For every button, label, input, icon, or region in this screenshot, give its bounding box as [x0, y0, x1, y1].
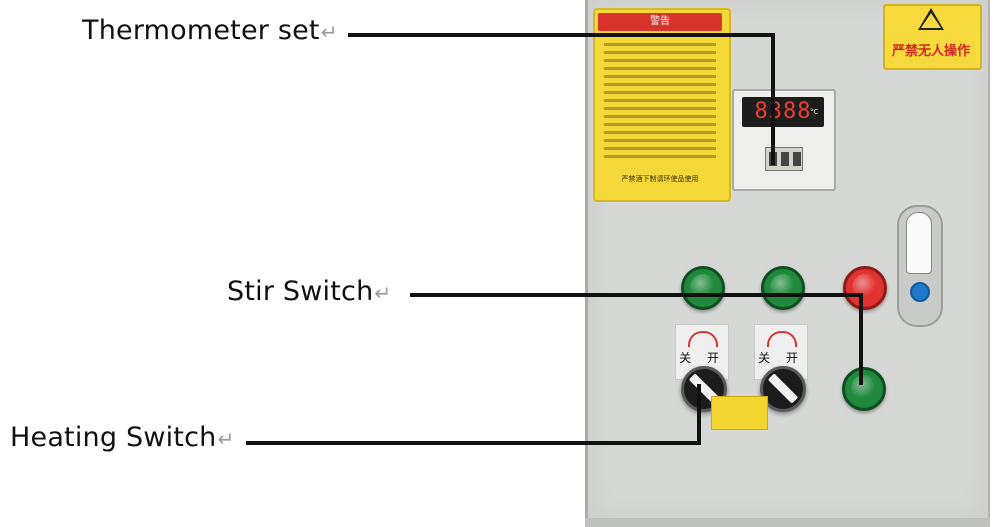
stir-switch-button[interactable] — [842, 367, 886, 411]
warning-sticker — [593, 8, 731, 202]
thermometer-unit: °C — [810, 108, 819, 116]
knob-label-text: 关 开 — [758, 351, 804, 365]
rotation-arc-icon — [688, 331, 718, 347]
return-icon: ↵ — [374, 281, 392, 305]
return-icon: ↵ — [320, 20, 338, 44]
hazard-sign-text: 严禁无人操作 — [891, 44, 970, 59]
lock-icon — [910, 282, 930, 302]
thermometer-leader-line — [348, 33, 775, 37]
second-switch-knob[interactable] — [760, 366, 806, 412]
small-warning-tag — [711, 396, 768, 430]
green-indicator-light-2 — [761, 266, 805, 310]
thermometer-leader-line-drop — [771, 33, 775, 165]
stir-switch-label: Stir Switch↵ — [227, 276, 392, 307]
heating-leader-line-rise — [697, 384, 701, 445]
rotation-arc-icon — [767, 331, 797, 347]
stir-leader-line-drop — [859, 293, 863, 385]
red-indicator-light — [843, 266, 887, 310]
heating-leader-line — [246, 441, 700, 445]
heating-switch-label: Heating Switch↵ — [10, 422, 235, 453]
warning-text-lines — [604, 38, 716, 163]
door-handle[interactable] — [906, 212, 932, 274]
thermometer-set-label: Thermometer set↵ — [82, 15, 338, 46]
warning-footer: 严禁酒下制请环使品使用 — [621, 175, 699, 183]
green-indicator-light-1 — [681, 266, 725, 310]
thermometer-display: 8388 — [742, 97, 824, 127]
stir-leader-line — [410, 293, 863, 297]
cabinet-base — [585, 518, 990, 527]
return-icon: ↵ — [217, 427, 235, 451]
knob-label-text: 关 开 — [679, 351, 725, 365]
warning-header: 警告 — [598, 13, 722, 31]
